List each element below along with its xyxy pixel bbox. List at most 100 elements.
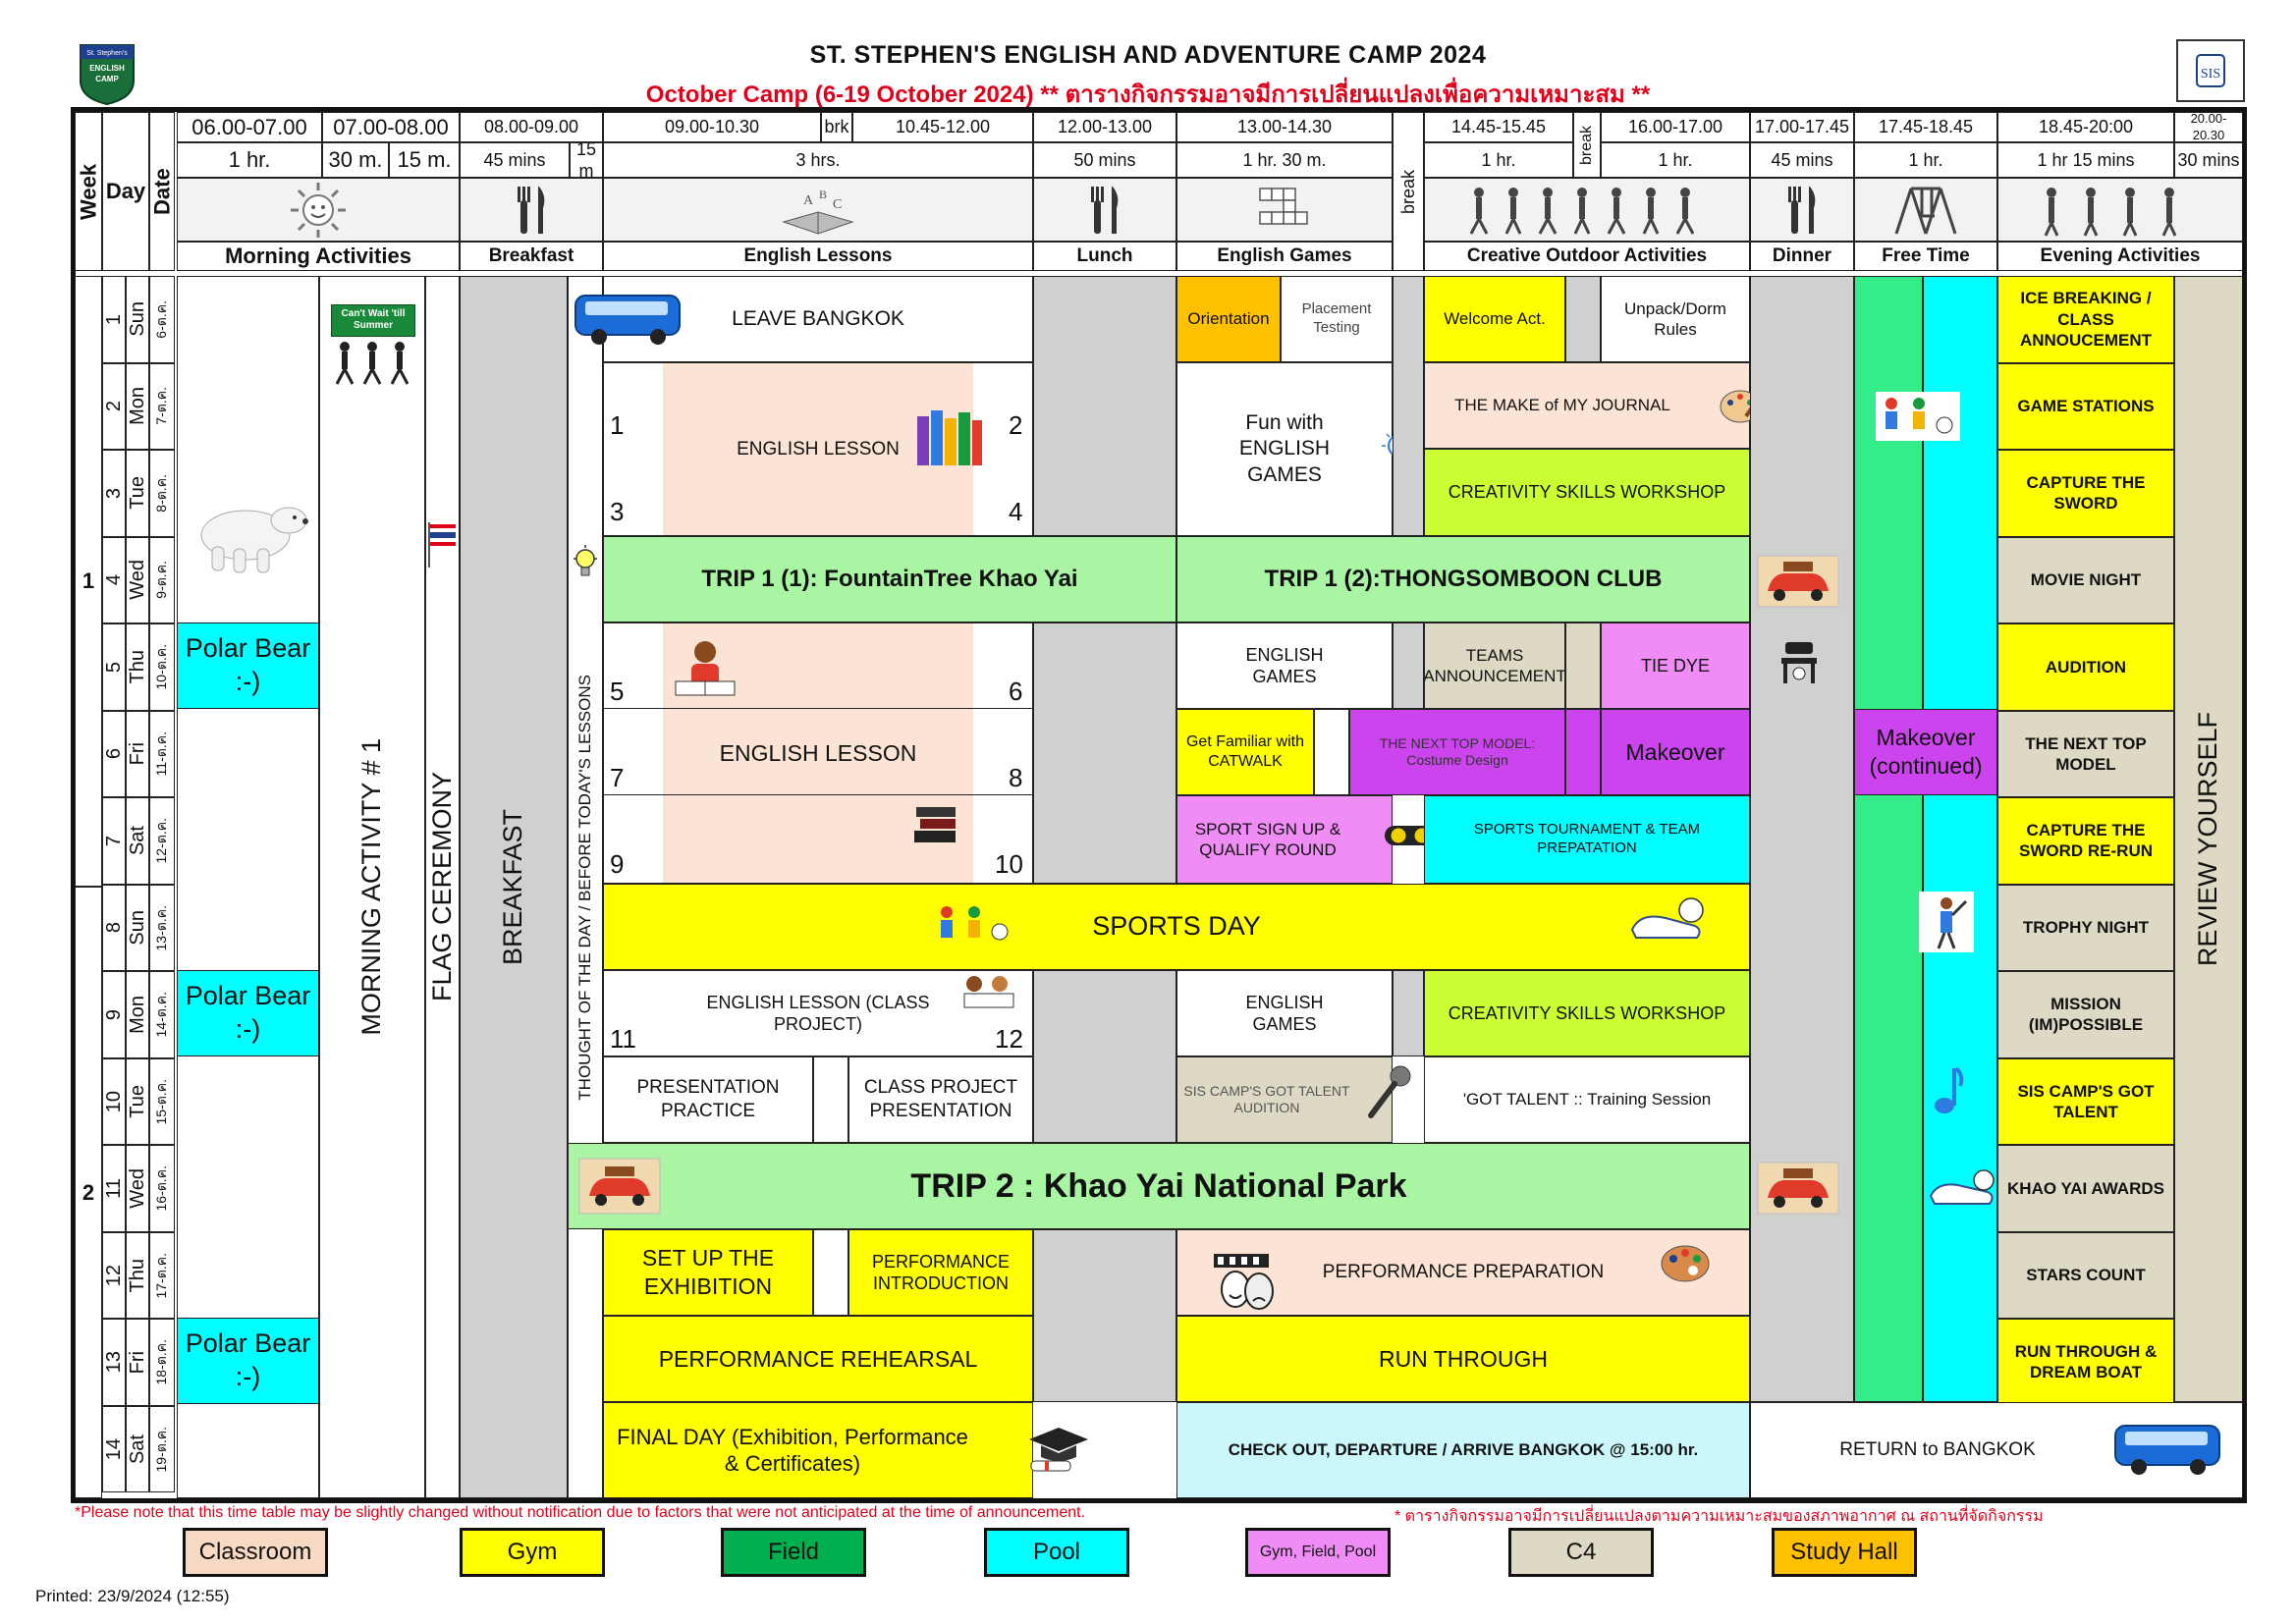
- evening-activity: THE NEXT TOP MODEL: [1997, 710, 2174, 797]
- school-logo: SIS: [2176, 39, 2245, 102]
- date-text: 13-ต.ค.: [153, 904, 170, 950]
- day-name-cell: Wed: [126, 536, 149, 623]
- break-header: break: [1393, 112, 1424, 271]
- date-text: 14-ต.ค.: [153, 992, 170, 1038]
- morning-dur-2: 30 m.: [322, 142, 389, 178]
- dinner-col: [1750, 276, 1854, 1402]
- evening-activity: GAME STATIONS: [1997, 362, 2174, 450]
- day-number: 2: [102, 401, 125, 412]
- stacked-books-icon: [911, 800, 960, 849]
- morning-col-1: [177, 276, 319, 1498]
- day-number-cell: 6: [102, 710, 126, 797]
- reading-kid-icon: [664, 634, 746, 703]
- day-number: 3: [102, 487, 125, 499]
- palette-icon: [1656, 1239, 1715, 1288]
- dinner-table-icon: [1774, 636, 1825, 689]
- day-name: Sun: [126, 301, 148, 338]
- english-lesson-1-label: ENGLISH LESSON: [737, 438, 900, 460]
- reading-kids-icon: [955, 970, 1023, 1013]
- summer-sign-text: Can't Wait 'till Summer: [331, 303, 415, 337]
- got-talent-training: 'GOT TALENT :: Training Session: [1424, 1056, 1750, 1143]
- date-text: 18-ต.ค.: [153, 1339, 170, 1385]
- english-lesson-3: ENGLISH LESSON (CLASS PROJECT) 11 12: [603, 970, 1033, 1056]
- english-time-2: 10.45-12.00: [852, 112, 1033, 142]
- day-number: 4: [102, 574, 125, 586]
- creative-dur-2: 1 hr.: [1601, 142, 1750, 178]
- evening-activity: CAPTURE THE SWORD RE-RUN: [1997, 797, 2174, 885]
- run-through: RUN THROUGH: [1176, 1316, 1750, 1402]
- english-brk: brk: [821, 112, 852, 142]
- unpack-dorm-rules: Unpack/Dorm Rules: [1601, 276, 1750, 362]
- date-cell: 9-ต.ค.: [149, 536, 175, 623]
- books-icon: [909, 403, 988, 471]
- note-english: *Please note that this time table may be…: [75, 1504, 1086, 1521]
- day-number: 10: [102, 1090, 125, 1112]
- review-dur: 30 mins: [2174, 142, 2243, 178]
- car-icon: [1754, 1159, 1842, 1218]
- evening-time: 18.45-20:00: [1997, 112, 2174, 142]
- tennis-player-icon: [1917, 890, 1976, 954]
- performers-icon: [1997, 178, 2243, 242]
- svg-text:C: C: [833, 197, 842, 212]
- day-name-cell: Sun: [126, 276, 149, 363]
- legend-item: Gym: [460, 1528, 605, 1577]
- day-number-cell: 8: [102, 884, 126, 971]
- morning-dur-1: 1 hr.: [177, 142, 322, 178]
- class-project-presentation: CLASS PROJECT PRESENTATION: [848, 1056, 1033, 1143]
- welcome-act: Welcome Act.: [1424, 276, 1565, 362]
- day-name-cell: Tue: [126, 1057, 149, 1145]
- date-text: 9-ต.ค.: [153, 561, 170, 600]
- sports-kids-icon: [929, 897, 1013, 954]
- kids-playing-icon: [1874, 389, 1962, 444]
- morning-time-1: 06.00-07.00: [177, 112, 322, 142]
- day-number-cell: 4: [102, 536, 126, 623]
- day-name: Tue: [126, 1084, 148, 1118]
- day-name: Fri: [126, 1350, 148, 1374]
- date-text: 12-ต.ค.: [153, 818, 170, 864]
- english-games-2: ENGLISH GAMES: [1176, 970, 1393, 1056]
- sport-sign-up: SPORT SIGN UP & QUALIFY ROUND: [1176, 795, 1393, 884]
- day-number: 5: [102, 661, 125, 673]
- date-text: 16-ต.ค.: [153, 1165, 170, 1212]
- review-text: REVIEW YOURSELF: [2193, 711, 2223, 967]
- free-time: 17.45-18.45: [1854, 112, 1997, 142]
- date-cell: 16-ต.ค.: [149, 1145, 175, 1232]
- date-cell: 7-ต.ค.: [149, 362, 175, 450]
- day-number-cell: 3: [102, 450, 126, 537]
- performance-rehearsal: PERFORMANCE REHEARSAL: [603, 1316, 1033, 1402]
- flag-col: FLAG CEREMONY: [425, 276, 460, 1498]
- games-time: 13.00-14.30: [1176, 112, 1393, 142]
- lunch-label: Lunch: [1033, 242, 1176, 271]
- breakfast-text: BREAKFAST: [498, 808, 528, 966]
- thought-col: THOUGHT OF THE DAY / BEFORE TODAY'S LESS…: [568, 276, 603, 1498]
- day-name-cell: Mon: [126, 362, 149, 450]
- svg-text:St. Stephen's: St. Stephen's: [86, 50, 128, 57]
- day-number-cell: 9: [102, 971, 126, 1058]
- date-header: Date: [149, 112, 175, 271]
- page-title: ST. STEPHEN'S ENGLISH AND ADVENTURE CAMP…: [809, 41, 1487, 69]
- graduation-cap-icon: [1021, 1422, 1096, 1477]
- lesson-num: 12: [995, 1024, 1023, 1054]
- dinner-dur: 45 mins: [1750, 142, 1854, 178]
- microphone-icon: [1361, 1060, 1416, 1123]
- lunch-col-1: [1033, 276, 1176, 536]
- break-col-3: [1393, 970, 1424, 1056]
- lesson-num: 4: [1009, 497, 1023, 526]
- day-name: Sat: [126, 1434, 148, 1464]
- creative-time-2: 16.00-17.00: [1601, 112, 1750, 142]
- evening-activity: STARS COUNT: [1997, 1231, 2174, 1319]
- lesson-num: 10: [995, 849, 1023, 879]
- legend-item: Classroom: [183, 1528, 328, 1577]
- day-name-cell: Fri: [126, 710, 149, 797]
- games-label: English Games: [1176, 242, 1393, 271]
- dancers-icon: [1424, 178, 1750, 242]
- morning-activity-text: MORNING ACTIVITY # 1: [356, 738, 387, 1036]
- date-text: 17-ต.ค.: [153, 1252, 170, 1298]
- day-header: Day: [102, 112, 149, 271]
- day-name: Wed: [126, 560, 148, 601]
- day-number: 6: [102, 748, 125, 760]
- shoe-ball-icon: [1925, 1164, 2003, 1214]
- day-name-cell: Sun: [126, 884, 149, 971]
- day-number: 11: [102, 1177, 125, 1199]
